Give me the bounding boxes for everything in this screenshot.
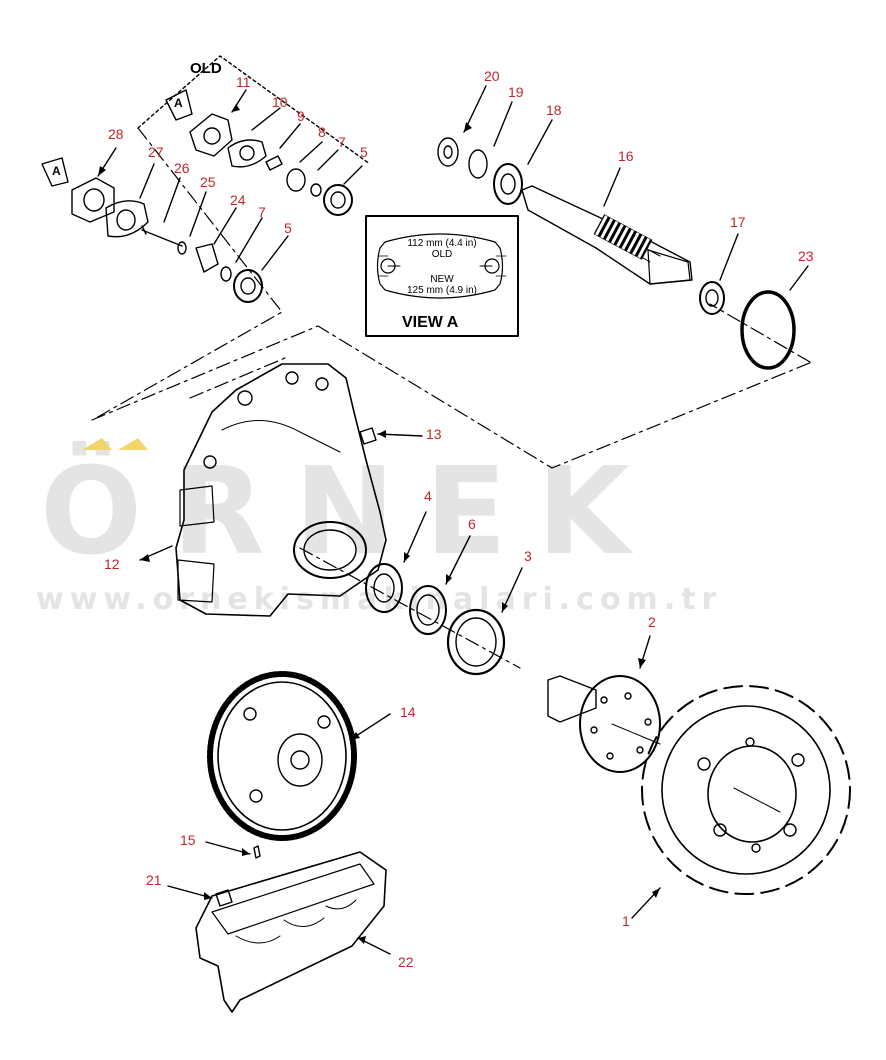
part-5-bearing-old [323, 184, 353, 216]
callout-1: 1 [622, 913, 630, 929]
view-a-box [365, 215, 519, 337]
watermark-url: www.ornekismakinalari.com.tr [36, 582, 723, 617]
part-15-pin [253, 845, 261, 859]
view-marker-new-icon [41, 157, 69, 187]
callout-26: 26 [174, 160, 190, 176]
part-14-gear-teeth [207, 671, 357, 841]
part-23-o-ring [740, 290, 796, 370]
callout-3: 3 [524, 548, 532, 564]
old-inset-outline [137, 55, 371, 165]
view-a-new-dim: 125 mm (4.9 in) [406, 285, 478, 296]
part-8-cap [286, 168, 306, 192]
assembly-line-inner [189, 357, 286, 399]
part-16-spline [593, 214, 653, 260]
part-7-washer [220, 266, 232, 282]
part-13-plug [359, 427, 377, 445]
part-7-washer-old [310, 183, 322, 197]
old-label: OLD [190, 60, 222, 77]
callout-27: 27 [148, 144, 164, 160]
callout-22: 22 [398, 954, 414, 970]
callout-17: 17 [730, 214, 746, 230]
part-3-cup [446, 608, 506, 676]
callout-16: 16 [618, 148, 634, 164]
callout-18: 18 [546, 102, 562, 118]
part-25-washer [177, 241, 187, 255]
callout-6: 6 [468, 516, 476, 532]
view-a-old-dim: 112 mm (4.4 in) [407, 238, 477, 249]
view-a-flange [376, 233, 504, 299]
part-4-seal [365, 563, 403, 613]
callout-15: 15 [180, 832, 196, 848]
callout-5-upper: 5 [360, 144, 368, 160]
assembly-line-axle [299, 547, 521, 669]
assembly-line-outer [91, 325, 813, 469]
part-20-seal [437, 137, 459, 167]
part-6-cone [409, 585, 447, 635]
callout-11: 11 [236, 74, 251, 90]
callout-20: 20 [484, 68, 500, 84]
callout-5-lower: 5 [284, 220, 292, 236]
assembly-line-shaft [709, 303, 811, 363]
part-28-flange [71, 177, 115, 223]
part-5-bearing [233, 269, 263, 303]
part-27-gasket [105, 200, 149, 238]
callout-4: 4 [424, 488, 432, 504]
callout-10: 10 [272, 94, 288, 110]
view-a-new-label: NEW [430, 274, 454, 285]
part-11-old-flange [189, 113, 233, 157]
part-10-gasket [227, 139, 267, 168]
part-19-snap-ring [468, 149, 488, 179]
view-marker-old: A [174, 96, 183, 110]
callout-14: 14 [400, 704, 416, 720]
callout-8: 8 [318, 124, 326, 140]
part-24-cap [195, 243, 219, 273]
callout-24: 24 [230, 192, 246, 208]
part-2-hub-flange [579, 675, 661, 773]
callout-23: 23 [798, 248, 814, 264]
watermark-accent-right [118, 438, 148, 450]
callout-25: 25 [200, 174, 216, 190]
view-marker-new: A [52, 164, 61, 178]
watermark-brand: ÖRNEK [40, 443, 660, 582]
callout-2: 2 [648, 614, 656, 630]
callout-13: 13 [426, 426, 442, 442]
callout-9: 9 [297, 108, 305, 124]
part-17-bearing [699, 281, 725, 315]
watermark-accent-left [82, 438, 112, 450]
part-16-shaft [521, 185, 693, 285]
part-9-bolt [265, 155, 283, 171]
callout-21: 21 [146, 872, 162, 888]
part-22-oil-pan [195, 851, 387, 1013]
callout-28: 28 [108, 126, 124, 142]
view-a-old-label: OLD [431, 249, 453, 260]
part-26-bolt [141, 225, 183, 247]
part-12-bore [293, 521, 367, 579]
view-a-title: VIEW A [402, 314, 459, 331]
part-18-bearing [493, 163, 523, 205]
callout-7-lower: 7 [258, 204, 266, 220]
part-14-gear [217, 681, 347, 831]
part-2-axle [547, 675, 597, 723]
callout-19: 19 [508, 84, 524, 100]
part-21-plug [215, 889, 233, 907]
callout-12: 12 [104, 556, 120, 572]
part-1-sprocket [641, 685, 851, 895]
callout-7-upper: 7 [338, 134, 346, 150]
view-marker-old-icon [165, 89, 193, 121]
